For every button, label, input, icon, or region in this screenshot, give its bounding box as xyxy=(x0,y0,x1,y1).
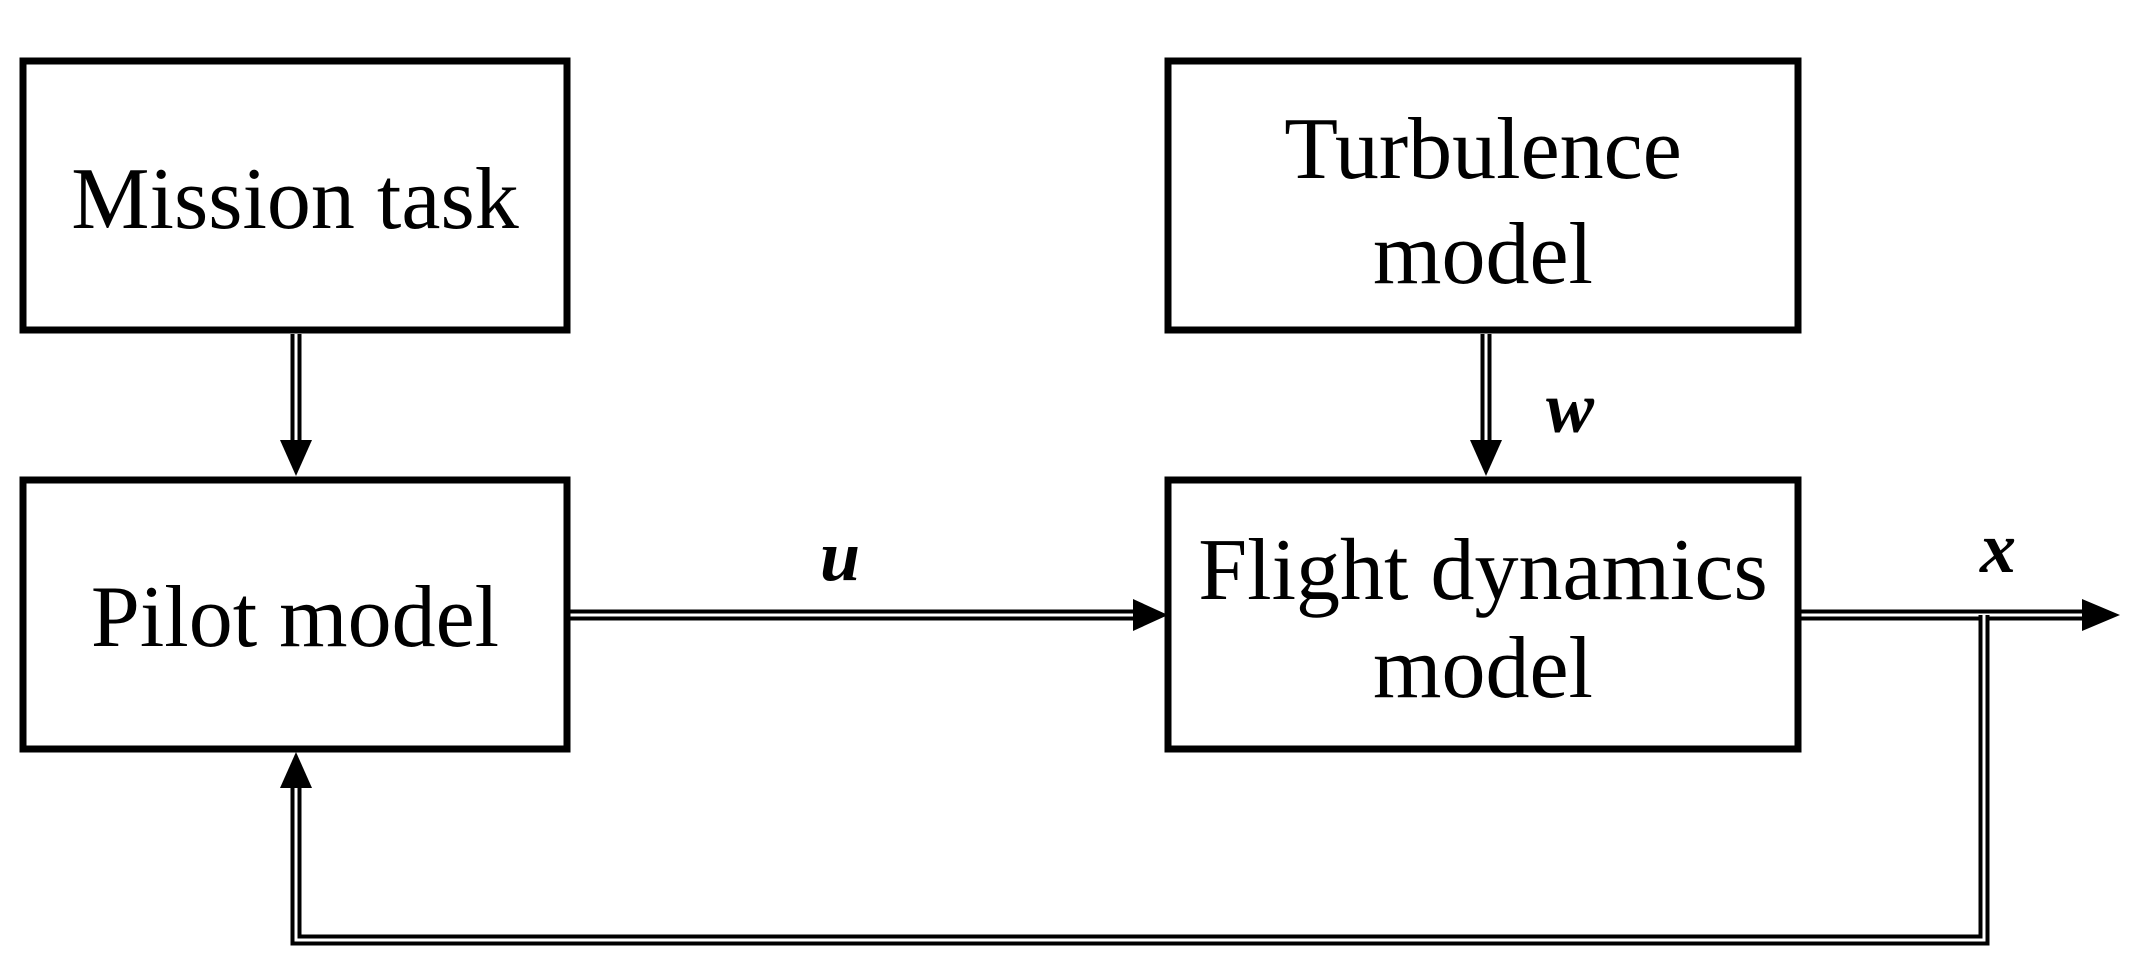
signal-u-label: u xyxy=(820,516,860,596)
flight-dynamics-label-line2: model xyxy=(1373,620,1593,717)
pilot-model-label: Pilot model xyxy=(91,569,499,666)
turbulence-to-flight-arrowhead xyxy=(1470,440,1502,476)
mission-to-pilot-connector xyxy=(280,334,312,476)
pilot-to-flight-arrowhead xyxy=(1133,599,1168,631)
flight-output-connector xyxy=(1798,599,2120,631)
turbulence-model-label-line2: model xyxy=(1373,206,1593,303)
output-arrowhead xyxy=(2082,599,2120,631)
pilot-model-block: Pilot model xyxy=(19,476,571,753)
pilot-to-flight-connector xyxy=(567,599,1168,631)
flight-dynamics-model-block: Flight dynamics model xyxy=(1164,476,1802,753)
turbulence-model-block: Turbulence model xyxy=(1164,57,1802,334)
signal-w-label: w xyxy=(1546,368,1595,448)
feedback-connector xyxy=(280,615,1990,946)
turbulence-model-label-line1: Turbulence xyxy=(1284,101,1682,198)
mission-task-label: Mission task xyxy=(71,151,518,248)
signal-x-label: x xyxy=(1979,508,2016,588)
flight-dynamics-label-line1: Flight dynamics xyxy=(1198,522,1768,619)
turbulence-to-flight-connector xyxy=(1470,334,1502,476)
mission-to-pilot-arrowhead xyxy=(280,440,312,476)
feedback-arrowhead xyxy=(280,752,312,788)
mission-task-block: Mission task xyxy=(19,57,571,334)
